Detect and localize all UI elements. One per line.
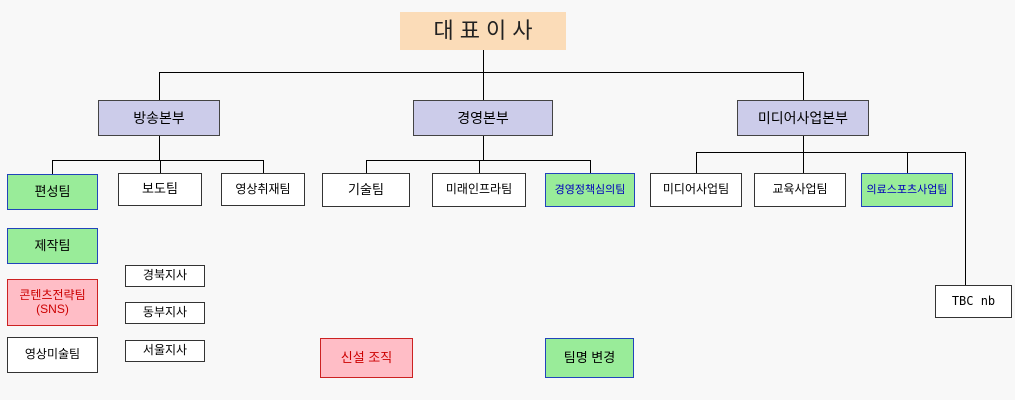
connector-ceo-down <box>483 50 484 72</box>
connector-broadcast-teams-horizontal <box>52 160 264 161</box>
node-future-infra-team: 미래인프라팀 <box>432 173 526 207</box>
node-label: 콘텐츠전략팀 <box>19 287 86 302</box>
connector-media-up <box>803 72 804 100</box>
connector-divisions-horizontal <box>159 72 804 73</box>
node-content-strategy-team: 콘텐츠전략팀 (SNS) <box>7 279 98 326</box>
node-dongbu-branch: 동부지사 <box>125 302 205 324</box>
node-video-art-team: 영상미술팀 <box>7 337 98 373</box>
node-broadcast-division: 방송본부 <box>98 100 220 136</box>
connector-broadcast-down <box>159 136 160 160</box>
connector-management-up <box>483 72 484 100</box>
node-video-coverage-team: 영상취재팀 <box>221 173 305 206</box>
connector-management-down <box>483 136 484 160</box>
connector-planning-up <box>52 160 53 174</box>
connector-broadcast-up <box>159 72 160 100</box>
node-production-team: 제작팀 <box>7 228 98 264</box>
connector-mediabiz-up <box>696 152 697 173</box>
node-seoul-branch: 서울지사 <box>125 340 205 362</box>
connector-coverage-up <box>263 160 264 173</box>
connector-edubiz-up <box>803 152 804 173</box>
node-management-policy-team: 경영정책심의팀 <box>545 173 635 207</box>
node-ceo: 대표이사 <box>400 12 566 50</box>
connector-infra-up <box>479 160 480 173</box>
connector-policy-up <box>590 160 591 173</box>
connector-management-teams-horizontal <box>366 160 591 161</box>
connector-tbc-down <box>965 152 966 285</box>
node-planning-team: 편성팀 <box>7 174 98 210</box>
node-tbc-nb: TBC nb <box>935 285 1012 318</box>
node-medical-sports-business-team: 의료스포츠사업팀 <box>861 173 953 207</box>
node-management-division: 경영본부 <box>413 100 553 136</box>
connector-media-down <box>803 136 804 152</box>
node-gyeongbuk-branch: 경북지사 <box>125 265 205 287</box>
node-education-business-team: 교육사업팀 <box>754 173 846 207</box>
connector-tech-up <box>366 160 367 173</box>
connector-news-up <box>160 160 161 173</box>
connector-media-teams-horizontal <box>696 152 966 153</box>
node-tech-team: 기술팀 <box>322 173 410 207</box>
node-media-business-division: 미디어사업본부 <box>737 100 869 136</box>
legend-new-organization: 신설 조직 <box>320 338 413 378</box>
node-news-team: 보도팀 <box>118 173 202 206</box>
node-media-business-team: 미디어사업팀 <box>650 173 742 207</box>
node-content-strategy-label-wrap: 콘텐츠전략팀 (SNS) <box>19 287 86 317</box>
legend-team-name-changed: 팀명 변경 <box>545 338 634 378</box>
node-sublabel: (SNS) <box>36 301 69 316</box>
connector-medsports-up <box>907 152 908 173</box>
